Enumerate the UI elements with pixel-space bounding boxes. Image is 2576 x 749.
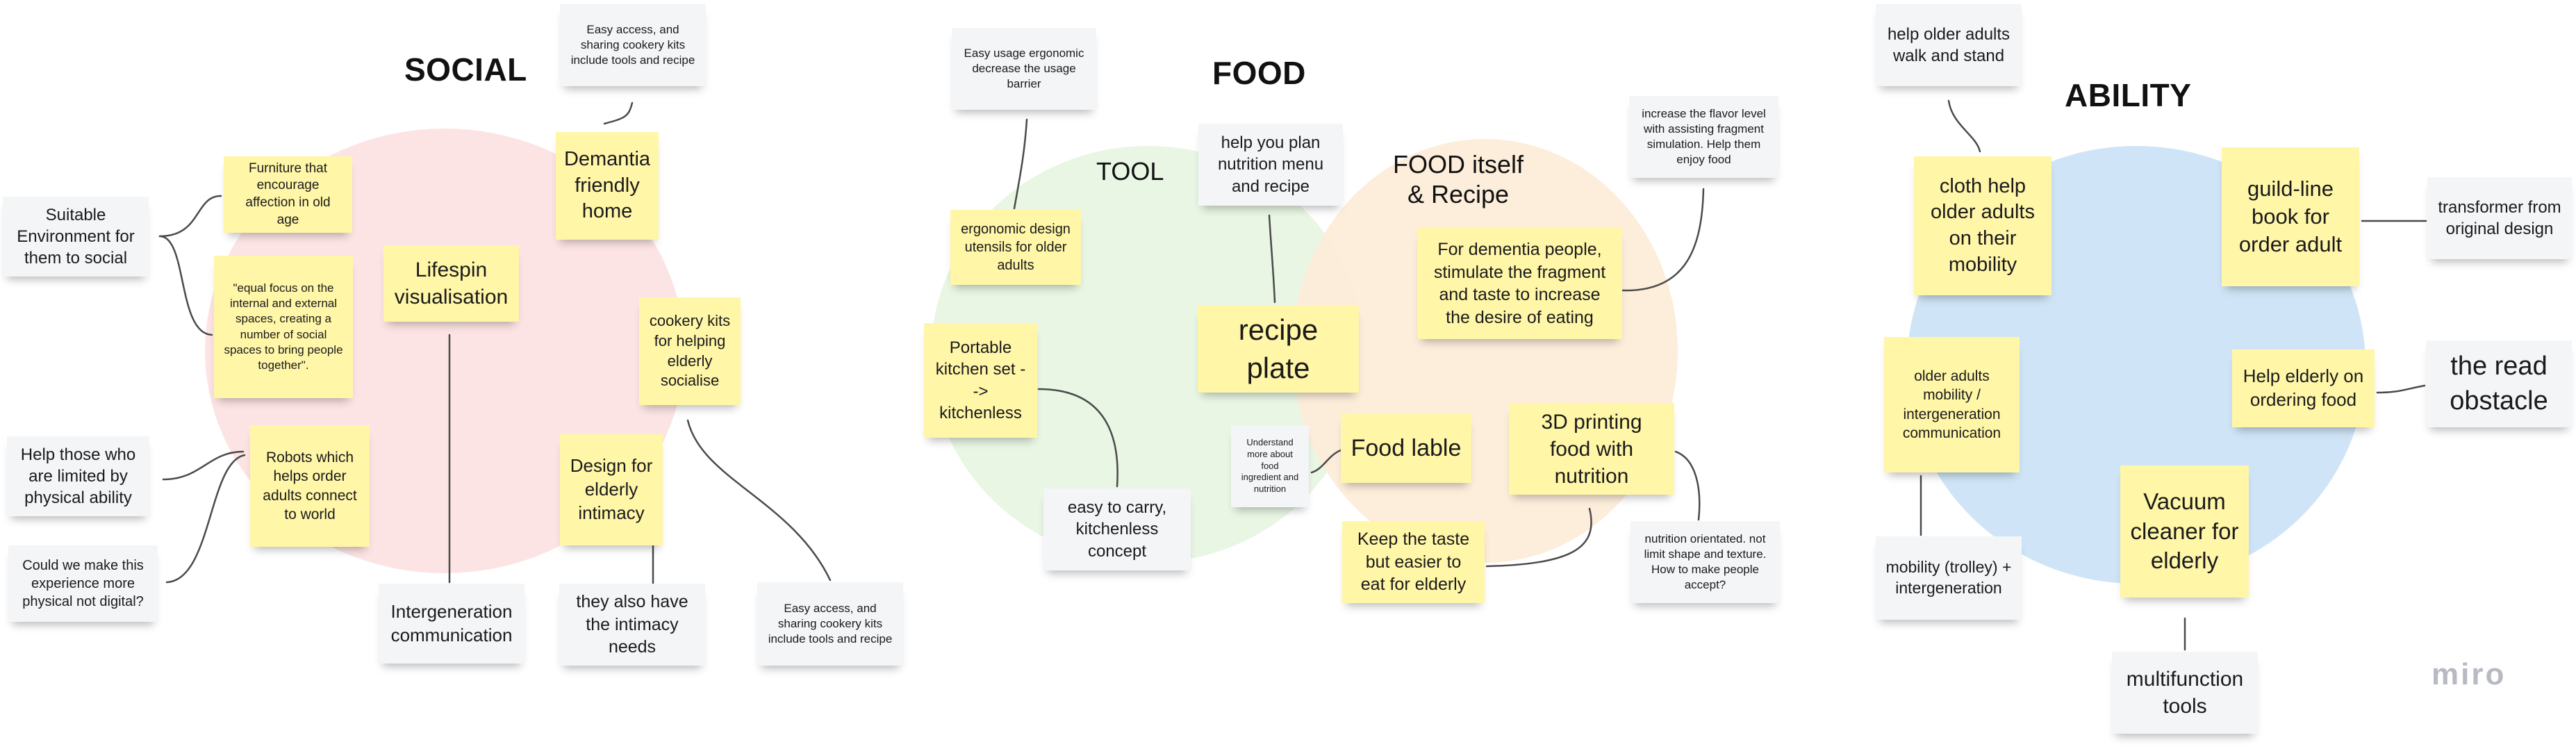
note-demantia-friendly-home[interactable]: Demantia friendly home — [556, 132, 659, 240]
note-increase-flavor[interactable]: increase the flavor level with assisting… — [1629, 96, 1778, 178]
note-lifespin-visualisation[interactable]: Lifespin visualisation — [383, 245, 519, 322]
note-understand-food[interactable]: Understand more about food ingredient an… — [1231, 425, 1309, 507]
note-vacuum-cleaner[interactable]: Vacuum cleaner for elderly — [2120, 466, 2249, 598]
note-mobility-intergeneration[interactable]: older adults mobility / intergeneration … — [1884, 337, 2020, 472]
note-design-intimacy[interactable]: Design for elderly intimacy — [560, 434, 663, 545]
note-physical-not-digital[interactable]: Could we make this experience more physi… — [8, 545, 158, 622]
note-ergonomic-utensils[interactable]: ergonomic design utensils for older adul… — [950, 210, 1081, 285]
note-portable-kitchen[interactable]: Portable kitchen set --> kitchenless — [924, 323, 1037, 438]
note-easy-usage[interactable]: Easy usage ergonomic decrease the usage … — [952, 28, 1096, 110]
note-walk-stand[interactable]: help older adults walk and stand — [1876, 4, 2022, 86]
tool-label: TOOL — [1096, 157, 1164, 186]
note-transformer[interactable]: transformer from original design — [2427, 177, 2572, 259]
note-furniture-affection[interactable]: Furniture that encourage affection in ol… — [224, 156, 352, 233]
note-easy-access-top[interactable]: Easy access, and sharing cookery kits in… — [560, 4, 706, 86]
note-keep-taste[interactable]: Keep the taste but easier to eat for eld… — [1342, 521, 1485, 603]
note-intimacy-needs[interactable]: they also have the intimacy needs — [559, 584, 705, 666]
note-intergeneration-communication[interactable]: Intergeneration communication — [379, 584, 525, 664]
note-3d-printing[interactable]: 3D printing food with nutrition — [1509, 403, 1674, 495]
note-nutrition-orientated[interactable]: nutrition orientated. not limit shape an… — [1630, 521, 1780, 603]
note-equal-focus[interactable]: "equal focus on the internal and externa… — [214, 256, 353, 398]
note-read-obstacle[interactable]: the read obstacle — [2426, 340, 2572, 427]
connector-limited-robots — [162, 450, 245, 481]
note-help-limited[interactable]: Help those who are limited by physical a… — [7, 436, 149, 516]
note-easy-access-bottom[interactable]: Easy access, and sharing cookery kits in… — [757, 582, 903, 666]
note-recipe-plate[interactable]: recipe plate — [1198, 306, 1359, 393]
note-multifunction-tools[interactable]: multifunction tools — [2112, 652, 2258, 734]
note-cloth-mobility[interactable]: cloth help older adults on their mobilit… — [1914, 156, 2051, 295]
miro-logo: miro — [2431, 657, 2507, 691]
connector-ordering-readobstacle — [2376, 384, 2426, 394]
note-easy-carry[interactable]: easy to carry, kitchenless concept — [1043, 488, 1191, 570]
connector-cookery-easyaccess — [686, 419, 832, 582]
food-itself-label: FOOD itself & Recipe — [1393, 150, 1524, 209]
note-cookery-kits[interactable]: cookery kits for helping elderly sociali… — [639, 297, 741, 405]
note-dementia-stimulate[interactable]: For dementia people, stimulate the fragm… — [1417, 228, 1622, 339]
note-trolley-intergeneration[interactable]: mobility (trolley) + intergeneration — [1876, 536, 2022, 620]
connector-walkstand-cloth — [1947, 99, 1981, 153]
connector-suitable-furniture — [158, 195, 222, 238]
connector-suitable-equalfocus — [158, 235, 213, 336]
note-nutrition-menu[interactable]: help you plan nutrition menu and recipe — [1198, 124, 1343, 206]
connector-physical-robots — [165, 454, 246, 584]
note-suitable-environment[interactable]: Suitable Environment for them to social — [3, 197, 149, 277]
note-robots[interactable]: Robots which helps order adults connect … — [250, 425, 370, 547]
section-title-food: FOOD — [1212, 55, 1306, 91]
section-title-ability: ABILITY — [2065, 77, 2192, 113]
note-food-lable[interactable]: Food lable — [1341, 413, 1471, 483]
note-guideline-book[interactable]: guild-line book for order adult — [2222, 147, 2359, 286]
connector-printing-nutrition — [1674, 450, 1701, 521]
note-ordering-food[interactable]: Help elderly on ordering food — [2232, 349, 2375, 427]
section-title-social: SOCIAL — [404, 51, 527, 88]
connector-easyaccess-demantia — [603, 101, 634, 125]
